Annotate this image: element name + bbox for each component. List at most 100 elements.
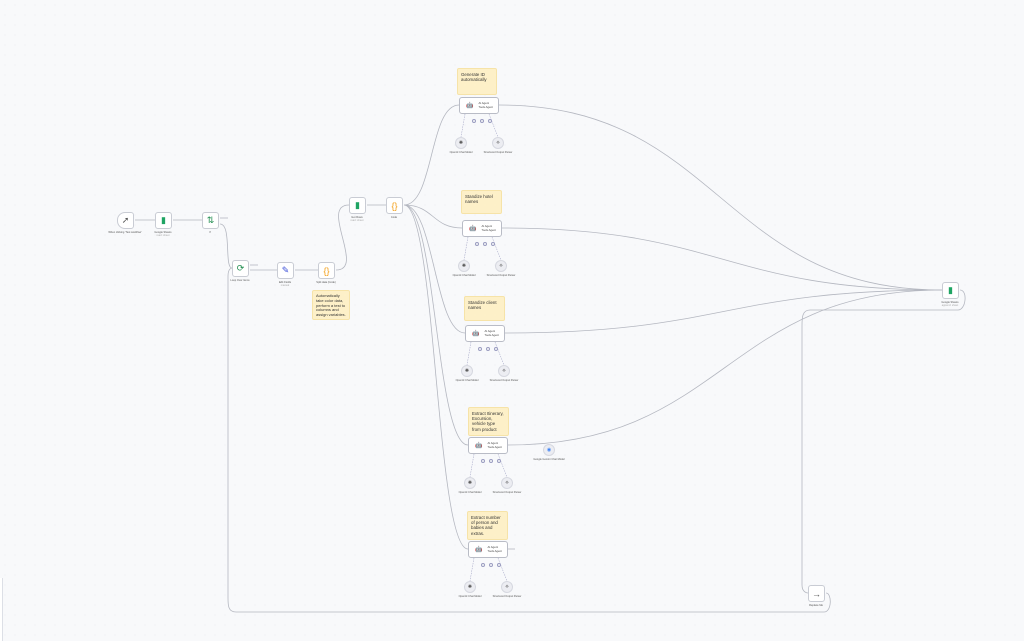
node-label: OpenAI Chat Model xyxy=(455,379,479,382)
get-rows-node[interactable]: ▮ xyxy=(349,197,366,214)
robot-icon: 🤖 xyxy=(469,226,477,232)
add-sub-node-button[interactable] xyxy=(480,119,484,123)
agent-subtitle: Tools Agent xyxy=(481,227,496,232)
chat-model-node[interactable]: ✺ xyxy=(458,260,470,272)
agent-subtitle: Tools Agent xyxy=(487,444,502,449)
gemini-icon: ◉ xyxy=(546,447,552,453)
agent-title: AI Agent xyxy=(487,441,499,446)
robot-icon: 🤖 xyxy=(472,331,480,337)
sticky-note[interactable]: Extract Itinerary, Excursion, vehicle ty… xyxy=(468,407,509,436)
loop-node[interactable]: ⟳ xyxy=(232,260,249,277)
google-sheets-node[interactable]: ▮ xyxy=(155,212,172,229)
add-sub-node-button[interactable] xyxy=(488,119,492,123)
sticky-note[interactable]: Generate ID automatically xyxy=(457,68,497,95)
node-label: Structured Output Parser xyxy=(483,151,513,154)
robot-icon: 🤖 xyxy=(475,547,483,553)
branch-icon: ⇅ xyxy=(206,215,215,225)
ai-agent-node[interactable]: 🤖 AI Agent Tools Agent xyxy=(468,541,508,558)
openai-icon: ✺ xyxy=(467,584,473,590)
chat-model-node[interactable]: ✺ xyxy=(461,365,473,377)
agent-subtitle: Tools Agent xyxy=(478,104,493,109)
parser-icon: ⟡ xyxy=(505,584,509,590)
node-label: Google Sheets xyxy=(941,301,959,304)
output-parser-node[interactable]: ⟡ xyxy=(501,581,513,593)
connection-line xyxy=(498,104,943,291)
arrow-right-icon: → xyxy=(812,588,821,599)
gemini-model-node[interactable]: ◉ xyxy=(543,444,555,456)
node-label: OpenAI Chat Model xyxy=(458,595,482,598)
google-sheets-output-node[interactable]: ▮ xyxy=(942,282,959,299)
add-sub-node-button[interactable] xyxy=(489,563,493,567)
output-parser-node[interactable]: ⟡ xyxy=(501,477,513,489)
connection-line xyxy=(469,453,475,478)
openai-icon: ✺ xyxy=(464,368,470,374)
robot-icon: 🤖 xyxy=(475,443,483,449)
node-label: If xyxy=(209,231,211,234)
node-label: Loop Over Items xyxy=(230,279,250,282)
openai-icon: ✺ xyxy=(461,263,467,269)
output-parser-node[interactable]: ⟡ xyxy=(492,137,504,149)
connection-line xyxy=(460,113,466,138)
sidebar-edge xyxy=(0,578,3,641)
add-sub-node-button[interactable] xyxy=(481,459,485,463)
add-sub-node-button[interactable] xyxy=(494,347,498,351)
replace-me-node[interactable]: → xyxy=(808,585,825,602)
add-sub-node-button[interactable] xyxy=(497,459,501,463)
output-parser-node[interactable]: ⟡ xyxy=(498,365,510,377)
ai-agent-node[interactable]: 🤖 AI Agent Tools Agent xyxy=(465,325,505,342)
node-label: Structured Output Parser xyxy=(492,491,522,494)
code-node[interactable]: {} xyxy=(386,197,403,214)
node-label: Structured Output Parser xyxy=(486,274,516,277)
chat-model-node[interactable]: ✺ xyxy=(455,137,467,149)
connection-line xyxy=(335,204,350,271)
chat-model-node[interactable]: ✺ xyxy=(464,581,476,593)
agent-title: AI Agent xyxy=(478,101,490,106)
connection-line xyxy=(219,223,233,269)
ai-agent-node[interactable]: 🤖 AI Agent Tools Agent xyxy=(468,437,508,454)
connection-line xyxy=(403,204,466,334)
add-sub-node-button[interactable] xyxy=(475,242,479,246)
sticky-note[interactable]: Standize client names xyxy=(464,296,505,321)
if-node[interactable]: ⇅ xyxy=(202,212,219,229)
openai-icon: ✺ xyxy=(467,480,473,486)
sheets-icon: ▮ xyxy=(161,215,166,225)
add-sub-node-button[interactable] xyxy=(486,347,490,351)
parser-icon: ⟡ xyxy=(502,368,506,374)
connection-line xyxy=(227,267,831,613)
add-sub-node-button[interactable] xyxy=(481,563,485,567)
ai-agent-node[interactable]: 🤖 AI Agent Tools Agent xyxy=(459,97,499,114)
output-parser-node[interactable]: ⟡ xyxy=(495,260,507,272)
add-sub-node-button[interactable] xyxy=(472,119,476,123)
sticky-note[interactable]: Extract number of person and babies and … xyxy=(467,511,508,540)
node-label: Structured Output Parser xyxy=(492,595,522,598)
node-label: OpenAI Chat Model xyxy=(452,274,476,277)
agent-subtitle: Tools Agent xyxy=(484,332,499,337)
connection-line xyxy=(507,289,943,446)
node-label: OpenAI Chat Model xyxy=(449,151,473,154)
manual-trigger-node[interactable]: ➚ xyxy=(117,212,134,229)
add-sub-node-button[interactable] xyxy=(489,459,493,463)
sticky-note[interactable]: Automatically take color data, perform a… xyxy=(312,290,350,320)
sticky-note[interactable]: Standize hotel names xyxy=(461,190,502,214)
node-label: Google Sheets xyxy=(154,231,172,234)
sheets-icon: ▮ xyxy=(355,200,360,210)
add-sub-node-button[interactable] xyxy=(491,242,495,246)
connection-line xyxy=(494,341,505,366)
braces-icon: {} xyxy=(391,200,398,211)
edit-fields-node[interactable]: ✎ xyxy=(277,262,294,279)
cursor-icon: ➚ xyxy=(121,215,130,225)
connection-line xyxy=(491,236,502,261)
add-sub-node-button[interactable] xyxy=(497,563,501,567)
node-sublabel: manual xyxy=(280,284,290,287)
connection-line xyxy=(801,289,966,594)
chat-model-node[interactable]: ✺ xyxy=(464,477,476,489)
add-sub-node-button[interactable] xyxy=(483,242,487,246)
ai-agent-node[interactable]: 🤖 AI Agent Tools Agent xyxy=(462,220,502,237)
code-node[interactable]: {} xyxy=(318,262,335,279)
node-label: Get Rows xyxy=(351,216,363,219)
add-sub-node-button[interactable] xyxy=(478,347,482,351)
connection-line xyxy=(469,557,475,582)
parser-icon: ⟡ xyxy=(496,140,500,146)
